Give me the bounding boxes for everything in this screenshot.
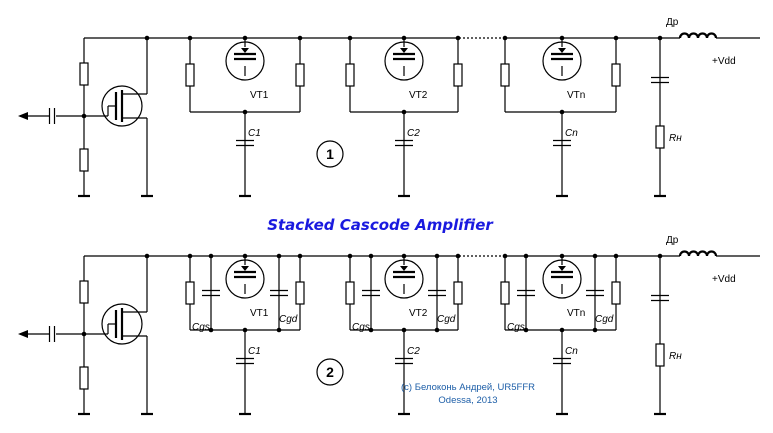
stage-bias-resistor bbox=[453, 281, 463, 305]
bias-resistor-top bbox=[79, 62, 89, 86]
cgd-label: Cgd bbox=[595, 314, 614, 325]
bias-resistor-bottom bbox=[79, 366, 89, 390]
stage-capacitor bbox=[395, 357, 413, 365]
arrow-icon bbox=[558, 48, 566, 53]
vdd-label: +Vdd bbox=[712, 56, 736, 67]
transistor-label: VTn bbox=[567, 90, 585, 101]
credit-author: (c) Белоконь Андрей, UR5FFR bbox=[401, 382, 535, 393]
transistor-label: VT1 bbox=[250, 90, 269, 101]
stage-capacitor bbox=[553, 139, 571, 147]
capacitor-label: Cn bbox=[565, 346, 578, 357]
diagram-title: Stacked Cascode Amplifier bbox=[267, 216, 494, 234]
mosfet-symbol bbox=[542, 256, 582, 299]
arrow-icon bbox=[400, 266, 408, 271]
arrow-icon bbox=[241, 48, 249, 53]
vdd-label: +Vdd bbox=[712, 274, 736, 285]
mosfet-symbol bbox=[384, 256, 424, 299]
capacitor-label: C2 bbox=[407, 346, 420, 357]
cgd-capacitor bbox=[428, 289, 446, 297]
transistor-label: VTn bbox=[567, 308, 585, 319]
output-capacitor bbox=[651, 294, 669, 302]
stage-capacitor bbox=[236, 357, 254, 365]
load-resistor bbox=[655, 343, 665, 367]
output-capacitor bbox=[651, 76, 669, 84]
capacitor-label: C1 bbox=[248, 128, 261, 139]
stage-bias-resistor bbox=[500, 63, 510, 87]
cgs-label: Cgs bbox=[507, 322, 525, 333]
input-arrow-icon bbox=[18, 112, 28, 120]
circuit-number-circle bbox=[316, 140, 344, 168]
credit-location: Odessa, 2013 bbox=[438, 395, 497, 406]
junction-dot bbox=[208, 327, 214, 333]
mosfet-symbol bbox=[225, 38, 265, 81]
stage-bias-resistor bbox=[185, 63, 195, 87]
capacitor-label: C2 bbox=[407, 128, 420, 139]
stage-bias-resistor bbox=[345, 281, 355, 305]
cgd-label: Cgd bbox=[279, 314, 298, 325]
cgs-capacitor bbox=[362, 289, 380, 297]
arrow-icon bbox=[241, 266, 249, 271]
stage-capacitor bbox=[395, 139, 413, 147]
stage-bias-resistor bbox=[345, 63, 355, 87]
stage-bias-resistor bbox=[500, 281, 510, 305]
circuit-number: 2 bbox=[326, 364, 334, 380]
cgs-capacitor bbox=[517, 289, 535, 297]
inductor-choke bbox=[678, 32, 718, 39]
junction-dot bbox=[276, 327, 282, 333]
bias-resistor-top bbox=[79, 280, 89, 304]
cgd-capacitor bbox=[586, 289, 604, 297]
load-resistor-label: Rн bbox=[669, 351, 682, 362]
circuit-number: 1 bbox=[326, 146, 334, 162]
stage-capacitor bbox=[553, 357, 571, 365]
cgs-label: Cgs bbox=[192, 322, 210, 333]
stage-bias-resistor bbox=[185, 281, 195, 305]
load-resistor bbox=[655, 125, 665, 149]
stage-bias-resistor bbox=[611, 281, 621, 305]
cgd-label: Cgd bbox=[437, 314, 456, 325]
capacitor-label: C1 bbox=[248, 346, 261, 357]
junction-dot bbox=[523, 327, 529, 333]
capacitor-label: Cn bbox=[565, 128, 578, 139]
stage-bias-resistor bbox=[453, 63, 463, 87]
stage-capacitor bbox=[236, 139, 254, 147]
transistor-label: VT1 bbox=[250, 308, 269, 319]
inductor-choke bbox=[678, 250, 718, 257]
junction-dot bbox=[434, 327, 440, 333]
cgd-capacitor bbox=[270, 289, 288, 297]
input-arrow-icon bbox=[18, 330, 28, 338]
mosfet-symbol bbox=[542, 38, 582, 81]
cgs-capacitor bbox=[202, 289, 220, 297]
choke-label: Др bbox=[666, 17, 679, 28]
arrow-icon bbox=[558, 266, 566, 271]
junction-dot bbox=[144, 253, 150, 259]
input-coupling-capacitor bbox=[48, 108, 56, 124]
transistor-label: VT2 bbox=[409, 90, 428, 101]
input-coupling-capacitor bbox=[48, 326, 56, 342]
cgs-label: Cgs bbox=[352, 322, 370, 333]
stage-bias-resistor bbox=[295, 281, 305, 305]
junction-dot bbox=[368, 327, 374, 333]
mosfet-symbol bbox=[384, 38, 424, 81]
transistor-label: VT2 bbox=[409, 308, 428, 319]
load-resistor-label: Rн bbox=[669, 133, 682, 144]
junction-dot bbox=[592, 327, 598, 333]
mosfet-symbol bbox=[225, 256, 265, 299]
bias-resistor-bottom bbox=[79, 148, 89, 172]
stage-bias-resistor bbox=[295, 63, 305, 87]
arrow-icon bbox=[400, 48, 408, 53]
junction-dot bbox=[144, 35, 150, 41]
choke-label: Др bbox=[666, 235, 679, 246]
stage-bias-resistor bbox=[611, 63, 621, 87]
circuit-number-circle bbox=[316, 358, 344, 386]
